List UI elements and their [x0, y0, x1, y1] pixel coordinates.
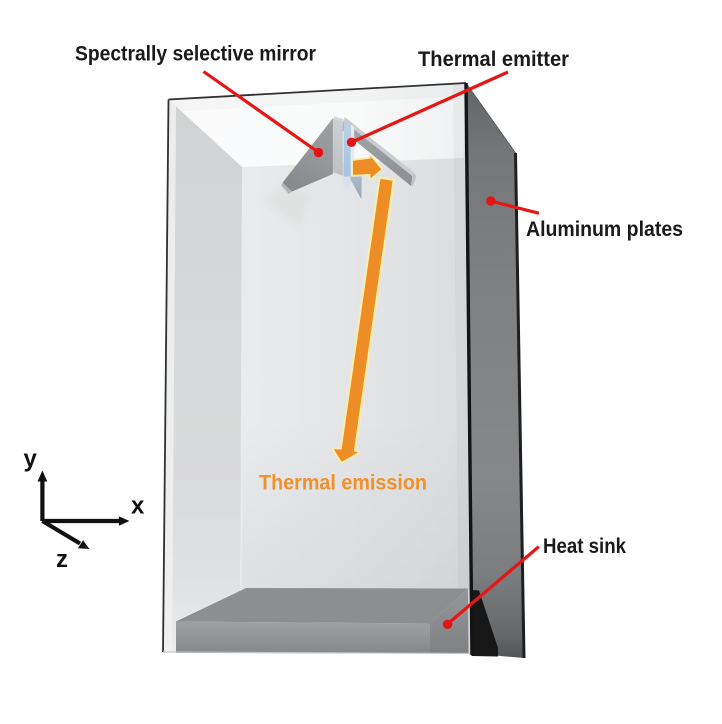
svg-text:z: z: [56, 546, 68, 573]
svg-text:y: y: [24, 445, 38, 472]
svg-text:Aluminum plates: Aluminum plates: [526, 218, 683, 241]
svg-text:Thermal emitter: Thermal emitter: [418, 48, 569, 71]
svg-text:x: x: [131, 493, 145, 520]
svg-text:Heat sink: Heat sink: [543, 535, 626, 558]
svg-text:Spectrally selective mirror: Spectrally selective mirror: [75, 43, 316, 66]
svg-text:Thermal emission: Thermal emission: [259, 472, 427, 495]
